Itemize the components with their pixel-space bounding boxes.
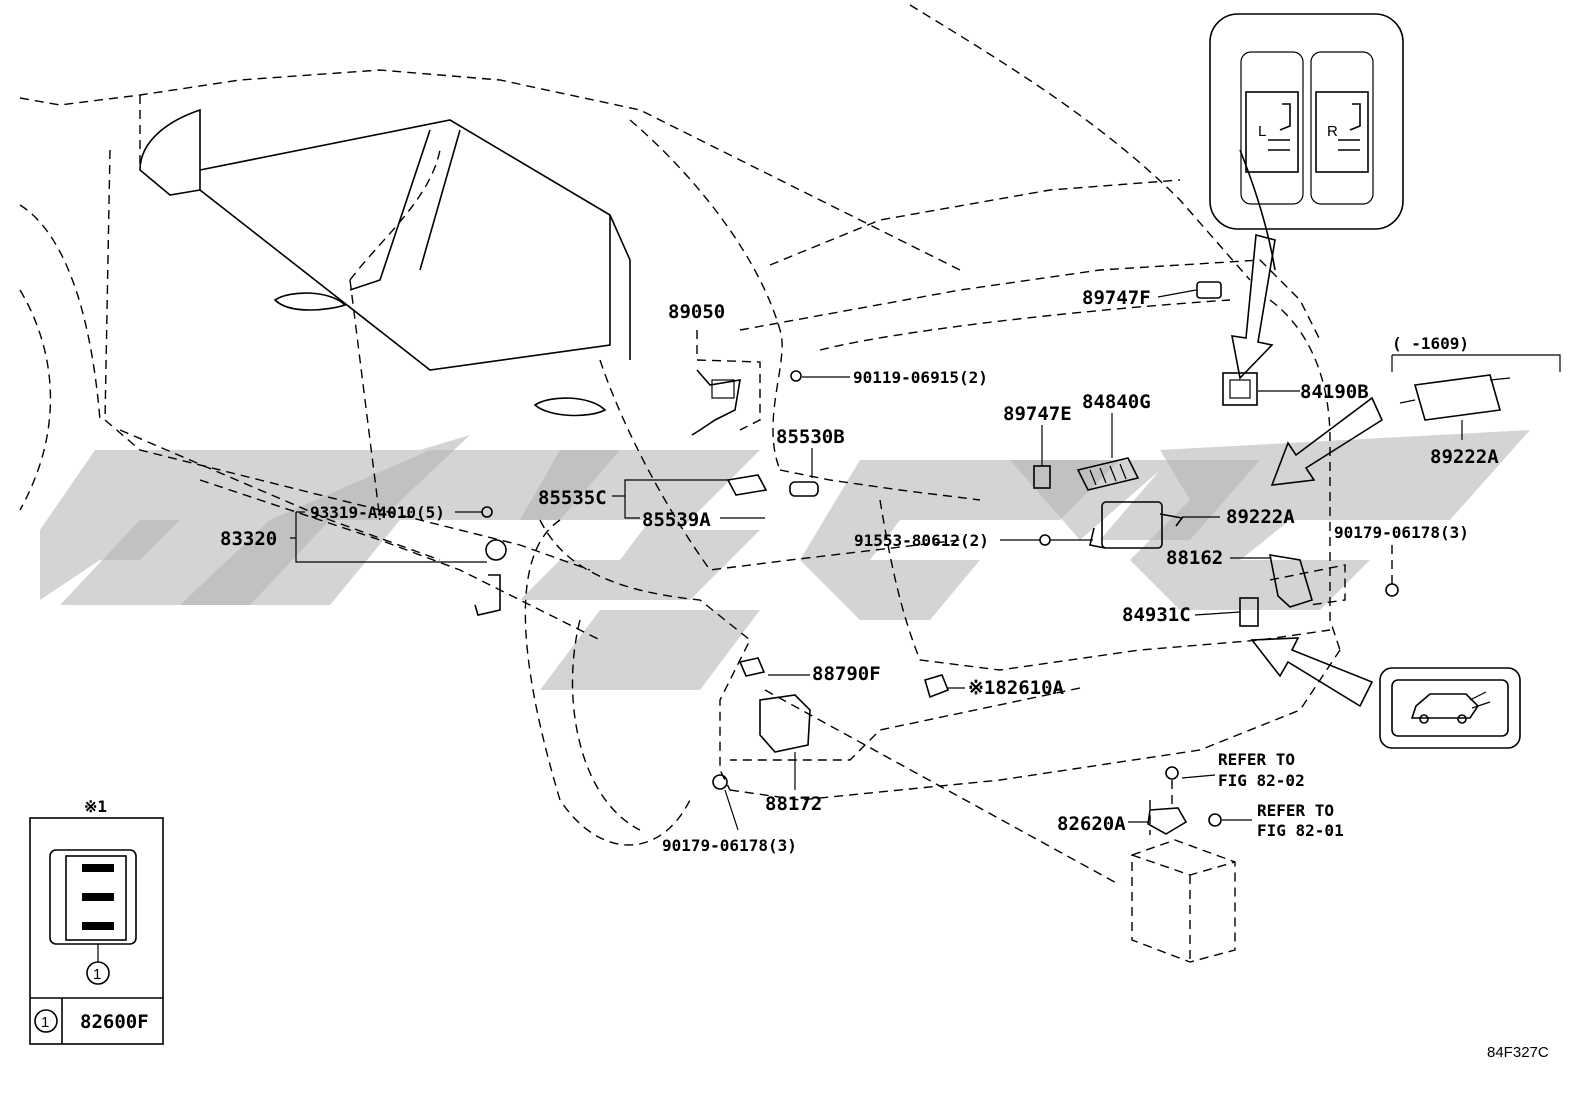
part-labels: 89050 90119-06915(2) 85530B 85535C 85539… — [41, 287, 1549, 1061]
label-88162: 88162 — [1166, 547, 1223, 569]
label-85535C: 85535C — [538, 487, 607, 509]
seat-switch-inset: L R — [1209, 13, 1404, 230]
refer-fig-1: FIG 82-02 — [1218, 771, 1305, 790]
label-85530B: 85530B — [776, 426, 845, 448]
label-date-range: ( -1609) — [1392, 334, 1469, 353]
label-88172: 88172 — [765, 793, 822, 815]
label-90119-06915: 90119-06915(2) — [853, 368, 988, 387]
seat-switch-icon — [1268, 103, 1361, 151]
label-90179-06178-left: 90179-06178(3) — [662, 836, 797, 855]
label-90179-06178-right: 90179-06178(3) — [1334, 523, 1469, 542]
table-circle-number: 1 — [41, 1014, 49, 1031]
inset-part-82600F: 82600F — [80, 1011, 149, 1033]
label-88790F: 88790F — [812, 663, 881, 685]
label-89050: 89050 — [668, 301, 725, 323]
label-83320: 83320 — [220, 528, 277, 550]
back-door-button-inset — [1379, 667, 1521, 749]
label-91553-80612: 91553-80612(2) — [854, 531, 989, 550]
power-back-door-icon — [1410, 691, 1491, 724]
switch-label-right: R — [1327, 123, 1338, 140]
inset-circle-number: 1 — [93, 966, 101, 983]
refer-to-2: REFER TO — [1257, 801, 1334, 820]
label-85539A: 85539A — [642, 509, 711, 531]
label-82610A: ※182610A — [968, 677, 1065, 699]
label-84190B: 84190B — [1300, 381, 1369, 403]
refer-fig-2: FIG 82-01 — [1257, 821, 1344, 840]
refer-to-1: REFER TO — [1218, 750, 1295, 769]
pointer-arrows — [1231, 233, 1384, 708]
label-84931C: 84931C — [1122, 604, 1191, 626]
leader-lines — [290, 289, 1561, 886]
label-84840G: 84840G — [1082, 391, 1151, 413]
connector-inset — [29, 817, 164, 1045]
label-82620A: 82620A — [1057, 813, 1126, 835]
vehicle-details — [139, 108, 1276, 417]
inset-marker: ※1 — [84, 797, 107, 816]
vehicle-outline — [19, 4, 1341, 846]
label-93319-A4010: 93319-A4010(5) — [310, 503, 445, 522]
label-89747F: 89747F — [1082, 287, 1151, 309]
switch-label-left: L — [1258, 123, 1266, 140]
components — [474, 281, 1511, 963]
label-89747E: 89747E — [1003, 403, 1072, 425]
label-89222A-top: 89222A — [1430, 446, 1499, 468]
label-89222A: 89222A — [1226, 506, 1295, 528]
diagram-code: 84F327C — [1487, 1044, 1549, 1061]
